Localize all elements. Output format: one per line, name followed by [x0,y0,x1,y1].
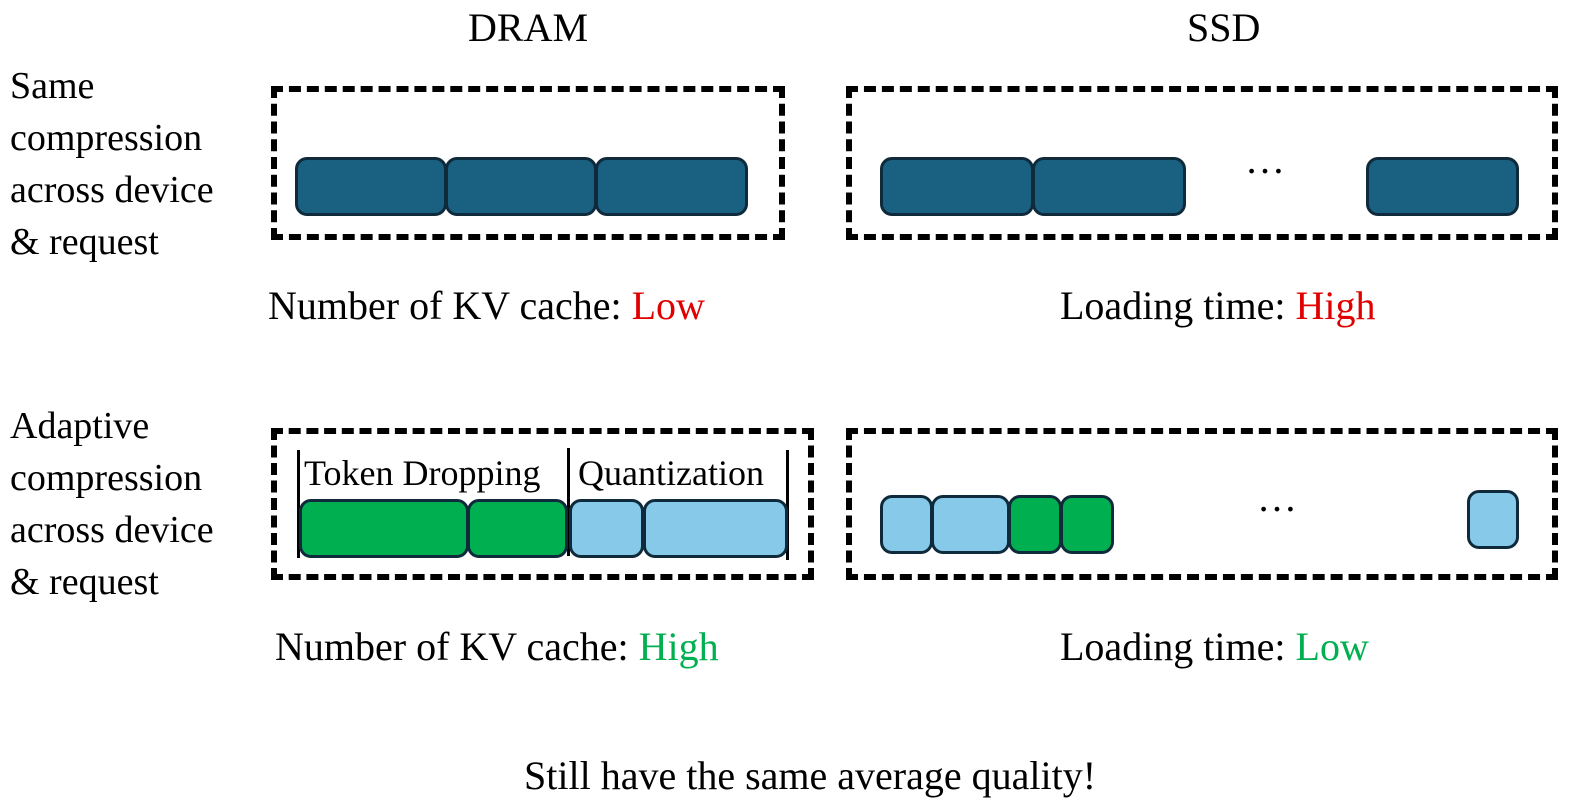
kv-block-green [299,499,469,558]
kv-block-dark [1366,157,1519,216]
row1-label-line: across device [10,169,214,211]
column-header-dram: DRAM [468,5,589,50]
kv-block-dark [445,157,597,216]
row2-ssd-box [846,428,1558,580]
ellipsis: … [1245,137,1285,182]
kv-block-dark [595,157,748,216]
row2-label: Adaptive compression across device & req… [10,400,214,608]
row1-ssd-box [846,86,1558,240]
row1-label-line: & request [10,221,159,263]
kv-block-light [931,495,1010,554]
footer-note: Still have the same average quality! [524,753,1097,798]
row1-ssd-caption: Loading time: High [1060,286,1376,326]
kv-block-green [467,499,568,558]
segment-divider [297,450,300,558]
kv-block-light [643,499,788,558]
kv-block-light [1467,490,1519,549]
caption-value-low: Low [631,283,705,328]
quantization-label: Quantization [578,453,764,493]
row1-dram-box [271,86,785,240]
row1-label: Same compression across device & request [10,60,214,268]
kv-block-dark [295,157,447,216]
kv-block-dark [1032,157,1186,216]
caption-value-high: High [638,624,719,669]
row1-label-line: compression [10,117,203,159]
column-header-ssd: SSD [1187,5,1261,50]
row2-label-line: & request [10,561,159,603]
row2-dram-caption: Number of KV cache: High [275,627,719,667]
kv-block-dark [880,157,1034,216]
row1-dram-caption: Number of KV cache: Low [268,286,705,326]
row2-dram-box [271,428,814,580]
row2-label-line: Adaptive [10,405,150,447]
row2-label-line: across device [10,509,214,551]
segment-divider [567,448,570,556]
row2-label-line: compression [10,457,203,499]
segment-divider [786,450,789,560]
kv-block-light [880,495,933,554]
caption-prefix: Number of KV cache: [268,283,632,328]
caption-prefix: Loading time: [1060,283,1296,328]
row2-ssd-caption: Loading time: Low [1060,627,1369,667]
caption-value-high: High [1295,283,1376,328]
kv-block-green [1060,495,1114,554]
caption-prefix: Loading time: [1060,624,1296,669]
token-dropping-label: Token Dropping [304,453,541,493]
caption-prefix: Number of KV cache: [275,624,639,669]
caption-value-low: Low [1295,624,1369,669]
kv-block-green [1008,495,1062,554]
ellipsis: … [1257,475,1297,520]
kv-block-light [569,499,644,558]
row1-label-line: Same [10,65,95,107]
